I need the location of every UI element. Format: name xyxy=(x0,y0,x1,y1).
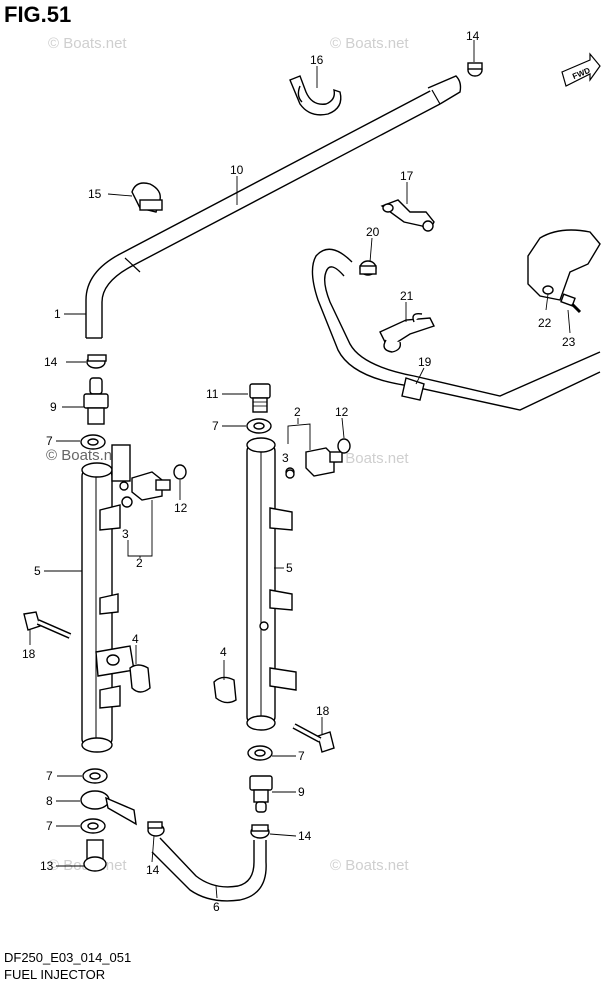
figure-title: FIG.51 xyxy=(4,2,72,27)
footer-diagram-name: FUEL INJECTOR xyxy=(4,967,106,982)
watermark-text: © Boats.net xyxy=(48,35,127,52)
fuel-delivery-pipe-right xyxy=(246,437,297,731)
callout-2: 2 xyxy=(294,405,301,419)
watermarks: © Boats.net © Boats.net © Boats.net © Bo… xyxy=(46,35,409,874)
callout-8: 8 xyxy=(46,794,53,808)
callout-17: 17 xyxy=(400,169,414,183)
callout-14: 14 xyxy=(466,29,480,43)
hose-clip-14 xyxy=(86,354,270,839)
callout-18: 18 xyxy=(316,704,330,718)
bracket-22 xyxy=(527,229,601,301)
callout-23: 23 xyxy=(562,335,576,349)
callout-12: 12 xyxy=(335,405,349,419)
fuel-delivery-pipe-left xyxy=(81,444,135,753)
fuel-hose-6 xyxy=(151,837,267,902)
gasket-7 xyxy=(80,418,273,834)
banjo-fitting-8 xyxy=(80,790,137,826)
fuel-injector-2-left xyxy=(119,471,171,501)
callout-16: 16 xyxy=(310,53,324,67)
clamp-16 xyxy=(289,75,342,116)
hose-clip-20 xyxy=(359,260,377,276)
watermark-text: © Boats.net xyxy=(330,35,409,52)
bolt-23 xyxy=(560,293,582,314)
fuel-injector-2-right xyxy=(285,447,343,477)
callout-13: 13 xyxy=(40,859,54,873)
union-fitting-9-bottom xyxy=(249,775,273,813)
callout-1: 1 xyxy=(54,307,61,321)
callout-7: 7 xyxy=(212,419,219,433)
callout-10: 10 xyxy=(230,163,244,177)
union-bolt-13 xyxy=(83,839,107,872)
callout-7: 7 xyxy=(46,769,53,783)
watermark-text: © Boats.net xyxy=(330,857,409,874)
callout-11: 11 xyxy=(206,387,219,401)
callout-3: 3 xyxy=(282,451,289,465)
bolt-18 xyxy=(23,611,335,753)
callout-labels: 14 16 10 15 17 20 21 22 23 19 1 14 9 7 1… xyxy=(22,29,576,914)
callout-18: 18 xyxy=(22,647,36,661)
hose-clip-14 xyxy=(467,62,483,77)
forward-arrow-icon: FWD xyxy=(561,52,601,87)
callout-5: 5 xyxy=(286,561,293,575)
fuel-hose-10 xyxy=(85,75,462,339)
callout-19: 19 xyxy=(418,355,432,369)
callout-6: 6 xyxy=(213,900,220,914)
cushion-4 xyxy=(129,664,237,704)
callout-5: 5 xyxy=(34,564,41,578)
callout-7: 7 xyxy=(46,819,53,833)
callout-14: 14 xyxy=(146,863,160,877)
callout-22: 22 xyxy=(538,316,552,330)
footer-diagram-code: DF250_E03_014_051 xyxy=(4,950,132,965)
o-ring-3 xyxy=(121,469,295,508)
callout-12: 12 xyxy=(174,501,188,515)
callout-3: 3 xyxy=(122,527,129,541)
callout-20: 20 xyxy=(366,225,380,239)
seal-12 xyxy=(173,438,351,480)
leader-lines xyxy=(29,40,571,899)
watermark-text: © Boats.net xyxy=(330,450,409,467)
callout-21: 21 xyxy=(400,289,414,303)
callout-9: 9 xyxy=(298,785,305,799)
callout-15: 15 xyxy=(88,187,102,201)
callout-4: 4 xyxy=(132,632,139,646)
plug-11 xyxy=(249,383,271,413)
callout-7: 7 xyxy=(298,749,305,763)
callout-7: 7 xyxy=(46,434,53,448)
callout-14: 14 xyxy=(44,355,58,369)
callout-4: 4 xyxy=(220,645,227,659)
union-fitting-9-top xyxy=(83,377,109,425)
clamp-15 xyxy=(131,182,163,213)
callout-14: 14 xyxy=(298,829,312,843)
clamp-21 xyxy=(379,312,435,353)
clamp-17 xyxy=(380,199,435,232)
callout-9: 9 xyxy=(50,400,57,414)
watermark-text: © Boats.net xyxy=(46,447,125,464)
fuel-hose-19 xyxy=(311,248,601,411)
callout-2: 2 xyxy=(136,556,143,570)
